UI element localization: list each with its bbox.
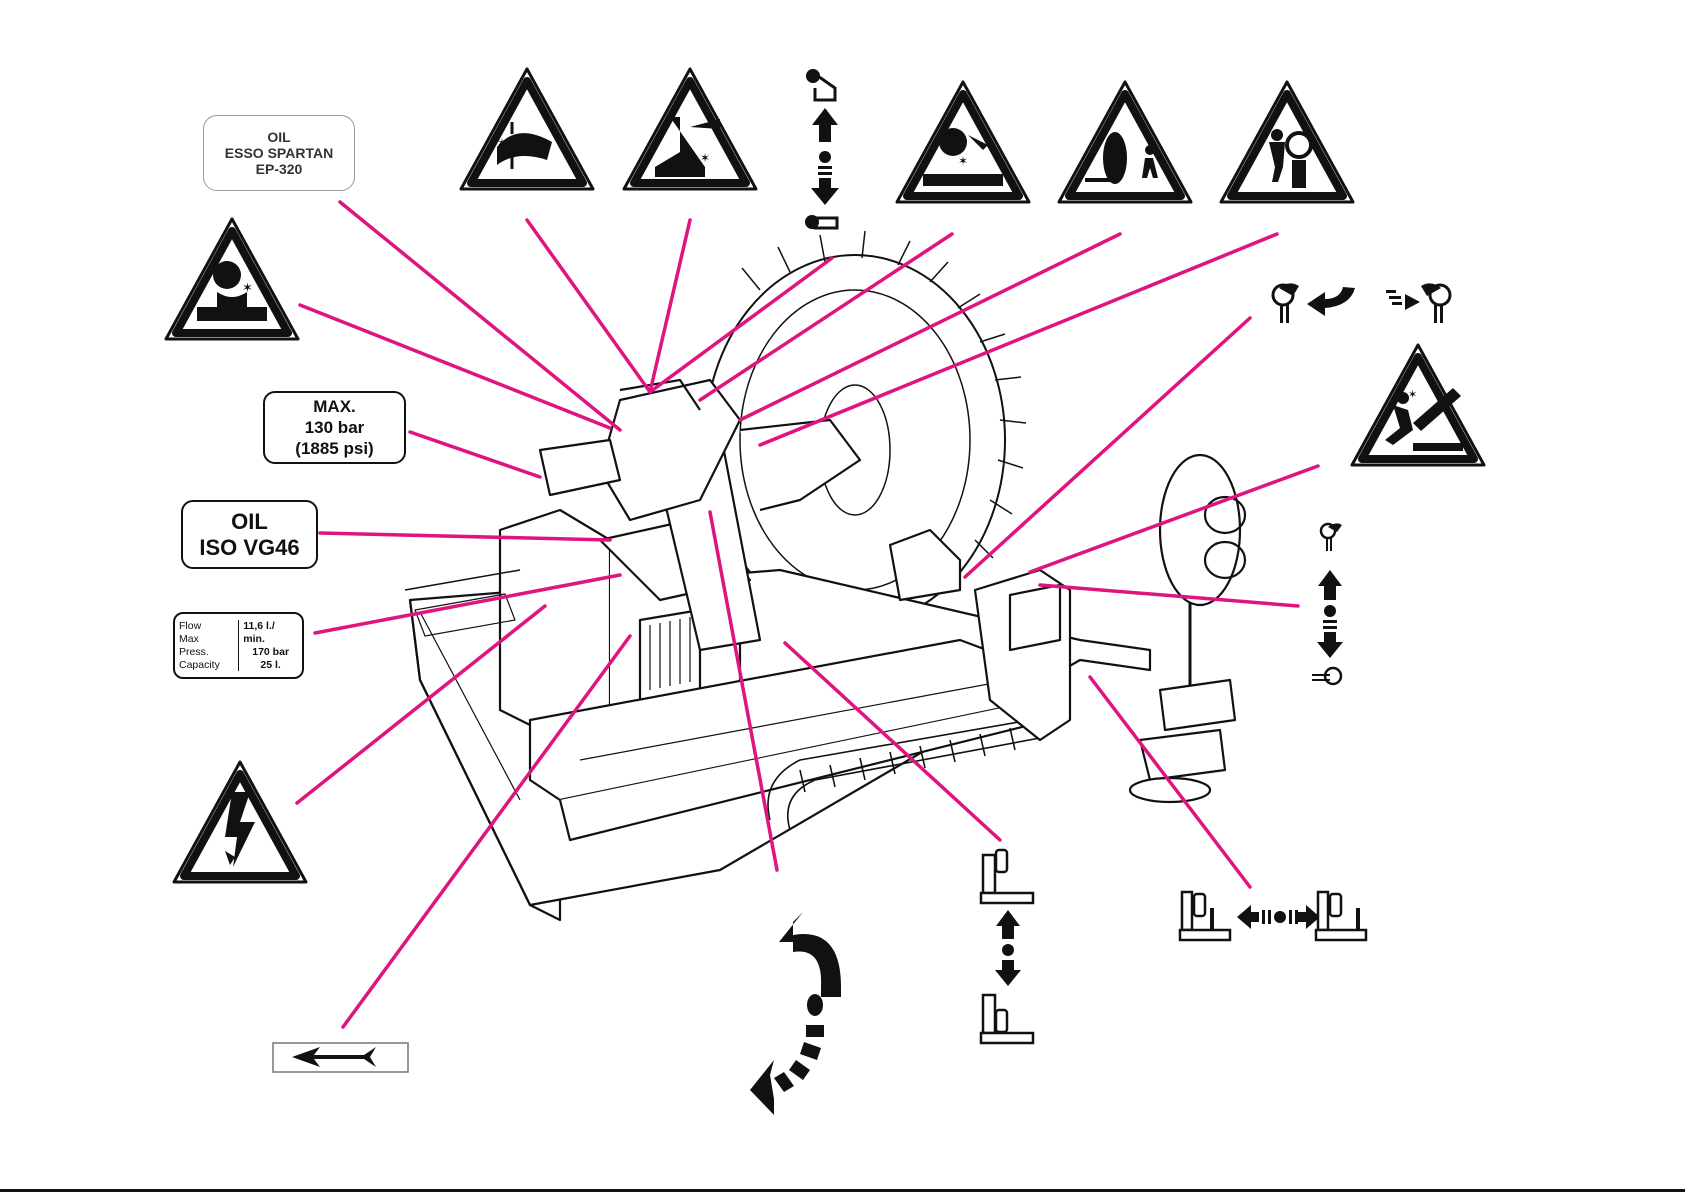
spec-value: 11,6 l./ min.	[243, 620, 298, 646]
vertical-arm	[650, 430, 760, 650]
svg-text:✶: ✶	[1408, 389, 1417, 401]
head-impact-sign-2: ✶	[897, 82, 1029, 202]
tyre-icon	[705, 231, 1026, 625]
callout-line	[1090, 677, 1250, 887]
cable-chain	[768, 720, 1040, 830]
base-platform	[410, 570, 1150, 905]
remote-control	[1160, 455, 1240, 605]
oil-iso-label: OIL ISO VG46	[181, 500, 318, 569]
wheel-stand-icon	[981, 850, 1033, 903]
callout-lines	[297, 202, 1318, 1027]
callout-line	[785, 643, 1000, 840]
tyre-changer-machine	[405, 231, 1245, 920]
curved-arrow-left-icon	[1307, 287, 1355, 316]
arrow-left-icon	[292, 1047, 376, 1067]
callout-line	[297, 606, 545, 803]
crush-hands-sign: ✶	[461, 69, 593, 189]
spec-name: Capacity	[179, 659, 230, 672]
carriage-beam	[530, 640, 1040, 800]
oil-esso-label: OIL ESSO SPARTAN EP-320	[203, 115, 355, 191]
spec-value: 170 bar	[252, 646, 289, 659]
callout-line	[320, 533, 610, 540]
crush-foot-sign: ✶	[624, 69, 756, 189]
tool-head	[600, 380, 740, 520]
callout-line	[343, 636, 630, 1027]
control-console	[975, 570, 1070, 740]
direction-arrow-symbol	[273, 1043, 408, 1072]
callout-line	[1040, 585, 1298, 606]
max-pressure-line-1: MAX.	[313, 396, 356, 417]
max-pressure-label: MAX. 130 bar (1885 psi)	[263, 391, 406, 464]
callout-line	[410, 432, 540, 477]
chuck-rotation-symbol	[750, 912, 841, 1115]
clamp-icon	[1312, 668, 1341, 684]
clamp-icon	[1321, 523, 1342, 551]
spec-value: 25 l.	[260, 659, 280, 672]
operator-area-sign	[1221, 82, 1353, 202]
spec-name: Flow	[179, 620, 230, 633]
callout-line	[527, 220, 650, 392]
oil-esso-line-3: EP-320	[256, 161, 303, 177]
svg-text:✶: ✶	[242, 280, 253, 295]
callout-line	[700, 234, 952, 400]
callout-line	[1030, 466, 1318, 572]
head-impact-sign: ✶	[166, 219, 298, 339]
callout-line	[740, 234, 1120, 420]
spec-name: Max Press.	[179, 633, 230, 659]
callout-line	[965, 318, 1250, 577]
spec-values: 11,6 l./ min. 170 bar 25 l.	[238, 620, 298, 671]
oil-esso-line-2: ESSO SPARTAN	[225, 145, 333, 161]
max-pressure-line-3: (1885 psi)	[295, 438, 373, 459]
dashed-arrow-right-icon	[1386, 290, 1420, 310]
oil-esso-line-1: OIL	[267, 129, 290, 145]
arm-lift-symbol	[805, 69, 839, 229]
electric-shock-sign	[174, 762, 306, 882]
tool-tilt-symbol	[1312, 523, 1343, 684]
clamp-icon	[1273, 283, 1299, 323]
svg-text:✶: ✶	[700, 151, 710, 165]
carriage-vertical-symbol	[981, 850, 1033, 1043]
svg-text:✶: ✶	[497, 136, 507, 150]
tool-rotate-symbol	[1273, 283, 1450, 323]
oil-iso-line-1: OIL	[231, 509, 268, 535]
wheel-stand-icon	[981, 995, 1033, 1043]
column-housing	[500, 510, 610, 740]
wheel-stand-icon	[1316, 892, 1366, 940]
callout-line	[650, 220, 690, 392]
oil-iso-line-2: ISO VG46	[199, 535, 299, 561]
carriage-horizontal-symbol	[1180, 892, 1366, 940]
wheel-stand-icon	[1180, 892, 1230, 940]
spec-names: Flow Max Press. Capacity	[179, 620, 238, 671]
callout-line	[760, 234, 1277, 445]
callout-line	[315, 575, 620, 633]
wheel-fall-sign	[1059, 82, 1191, 202]
max-pressure-line-2: 130 bar	[305, 417, 365, 438]
callout-line	[710, 512, 777, 870]
pump-spec-label: Flow Max Press. Capacity 11,6 l./ min. 1…	[173, 612, 304, 679]
clamp-icon	[1421, 283, 1450, 323]
bead-breaker-sign: ✶	[1352, 345, 1484, 465]
svg-text:✶: ✶	[958, 154, 968, 168]
callout-line	[650, 258, 832, 392]
